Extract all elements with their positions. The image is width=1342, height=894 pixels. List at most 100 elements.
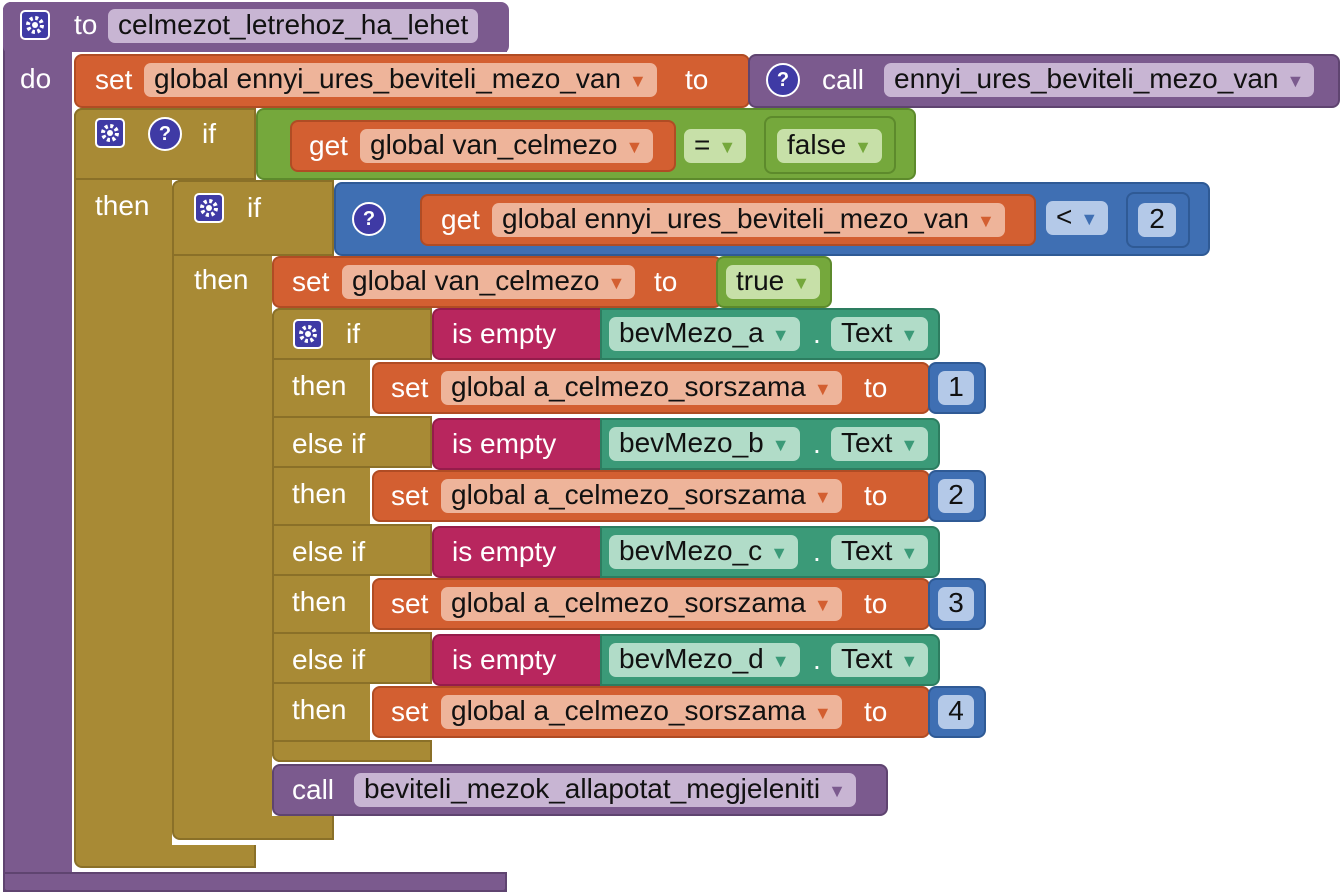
variable-name: global ennyi_ures_beviteli_mezo_van	[502, 203, 969, 234]
to-label: to	[654, 266, 678, 297]
component-name: bevMezo_a	[619, 317, 764, 348]
variable-name: global a_celmezo_sorszama	[451, 587, 806, 618]
variable-dropdown[interactable]: global van_celmezo▼	[360, 129, 654, 163]
number-value[interactable]: 4	[938, 695, 974, 729]
component-dropdown[interactable]: bevMezo_a ▼	[609, 317, 800, 351]
dropdown-arrow-icon: ▼	[771, 324, 790, 345]
else-if-label: else if	[292, 644, 366, 675]
component-name: bevMezo_b	[619, 427, 764, 458]
property-dropdown[interactable]: Text ▼	[831, 317, 929, 351]
then-label: then	[292, 586, 347, 617]
dropdown-arrow-icon: ▼	[976, 210, 995, 231]
dot-label: .	[813, 644, 821, 675]
gear-icon[interactable]	[194, 193, 224, 223]
boolean-dropdown[interactable]: true▼	[726, 265, 821, 299]
dot-label: .	[813, 318, 821, 349]
property-dropdown[interactable]: Text▼	[831, 427, 929, 461]
dropdown-arrow-icon: ▼	[718, 136, 737, 157]
component-name: bevMezo_d	[619, 643, 764, 674]
component-dropdown[interactable]: bevMezo_b ▼	[609, 427, 800, 461]
to-label: to	[864, 588, 888, 619]
variable-dropdown[interactable]: global ennyi_ures_beviteli_mezo_van ▼	[144, 63, 657, 97]
is-empty-block[interactable]	[432, 308, 602, 360]
dropdown-arrow-icon: ▼	[770, 542, 789, 563]
set-label: set	[391, 372, 429, 403]
set-label: set	[292, 266, 330, 297]
dropdown-arrow-icon: ▼	[771, 434, 790, 455]
variable-dropdown[interactable]: global van_celmezo▼	[342, 265, 636, 299]
is-empty-block[interactable]	[432, 418, 602, 470]
procedure-footer	[3, 872, 507, 892]
procedure-name-field[interactable]: celmezot_letrehoz_ha_lehet	[108, 9, 479, 43]
boolean-dropdown[interactable]: false▼	[777, 129, 882, 163]
if-label: if	[346, 318, 360, 349]
operator-dropdown[interactable]: =▼	[684, 129, 747, 163]
elseif-row-3	[272, 632, 432, 684]
dropdown-arrow-icon: ▼	[628, 70, 647, 91]
property-name: Text	[841, 317, 893, 348]
then-label: then	[95, 190, 150, 221]
variable-name: global ennyi_ures_beviteli_mezo_van	[154, 63, 621, 94]
if-label: if	[247, 192, 261, 223]
property-name: Text	[841, 427, 893, 458]
operator-dropdown[interactable]: <▼	[1046, 201, 1109, 235]
elseif-row-2	[272, 524, 432, 576]
dot-label: .	[813, 536, 821, 567]
get-label: get	[309, 130, 348, 161]
dropdown-arrow-icon: ▼	[1286, 70, 1305, 91]
dropdown-arrow-icon: ▼	[900, 650, 919, 671]
number-value[interactable]: 2	[938, 479, 974, 513]
variable-name: global van_celmezo	[352, 265, 600, 296]
component-dropdown[interactable]: bevMezo_d ▼	[609, 643, 800, 677]
number-value[interactable]: 2	[1138, 203, 1176, 237]
property-dropdown[interactable]: Text▼	[831, 535, 929, 569]
if-label: if	[202, 118, 216, 149]
procedure-call-name: ennyi_ures_beviteli_mezo_van	[894, 63, 1279, 94]
then-label: then	[292, 478, 347, 509]
variable-dropdown[interactable]: global a_celmezo_sorszama▼	[441, 587, 842, 621]
variable-dropdown[interactable]: global ennyi_ures_beviteli_mezo_van ▼	[492, 203, 1005, 237]
is-empty-block[interactable]	[432, 526, 602, 578]
number-value[interactable]: 3	[938, 587, 974, 621]
operator-value: <	[1056, 201, 1073, 232]
dropdown-arrow-icon: ▼	[828, 780, 846, 801]
dropdown-arrow-icon: ▼	[900, 542, 919, 563]
procedure-dropdown[interactable]: ennyi_ures_beviteli_mezo_van ▼	[884, 63, 1315, 97]
dropdown-arrow-icon: ▼	[625, 136, 644, 157]
gear-icon[interactable]	[95, 118, 125, 148]
is-empty-label: is empty	[452, 318, 557, 349]
get-label: get	[441, 204, 480, 235]
boolean-value: true	[736, 265, 785, 296]
variable-dropdown[interactable]: global a_celmezo_sorszama▼	[441, 479, 842, 513]
question-icon[interactable]: ?	[148, 117, 182, 151]
procedure-do-label: do	[20, 63, 52, 94]
property-dropdown[interactable]: Text▼	[831, 643, 929, 677]
to-label: to	[864, 480, 888, 511]
to-label: to	[864, 696, 888, 727]
number-value[interactable]: 1	[938, 371, 974, 405]
to-label: to	[864, 372, 888, 403]
dropdown-arrow-icon: ▼	[813, 378, 832, 399]
question-icon[interactable]: ?	[766, 63, 800, 97]
is-empty-label: is empty	[452, 428, 557, 459]
dropdown-arrow-icon: ▼	[771, 650, 790, 671]
variable-name: global a_celmezo_sorszama	[451, 479, 806, 510]
gear-icon[interactable]	[293, 319, 323, 349]
variable-dropdown[interactable]: global a_celmezo_sorszama▼	[441, 695, 842, 729]
then-label: then	[292, 370, 347, 401]
dropdown-arrow-icon: ▼	[813, 702, 832, 723]
set-label: set	[95, 64, 133, 95]
procedure-dropdown[interactable]: beviteli_mezok_allapotat_megjeleniti▼	[354, 773, 856, 807]
component-dropdown[interactable]: bevMezo_c▼	[609, 535, 799, 569]
dropdown-arrow-icon: ▼	[854, 136, 872, 157]
procedure-to-label: to	[74, 9, 98, 40]
set-label: set	[391, 480, 429, 511]
variable-dropdown[interactable]: global a_celmezo_sorszama ▼	[441, 371, 842, 405]
dropdown-arrow-icon: ▼	[900, 324, 919, 345]
call-label: call	[292, 774, 335, 805]
operator-value: =	[694, 129, 711, 160]
question-icon[interactable]: ?	[352, 202, 386, 236]
variable-name: global a_celmezo_sorszama	[451, 371, 806, 402]
else-if-label: else if	[292, 536, 366, 567]
gear-icon[interactable]	[20, 10, 50, 40]
